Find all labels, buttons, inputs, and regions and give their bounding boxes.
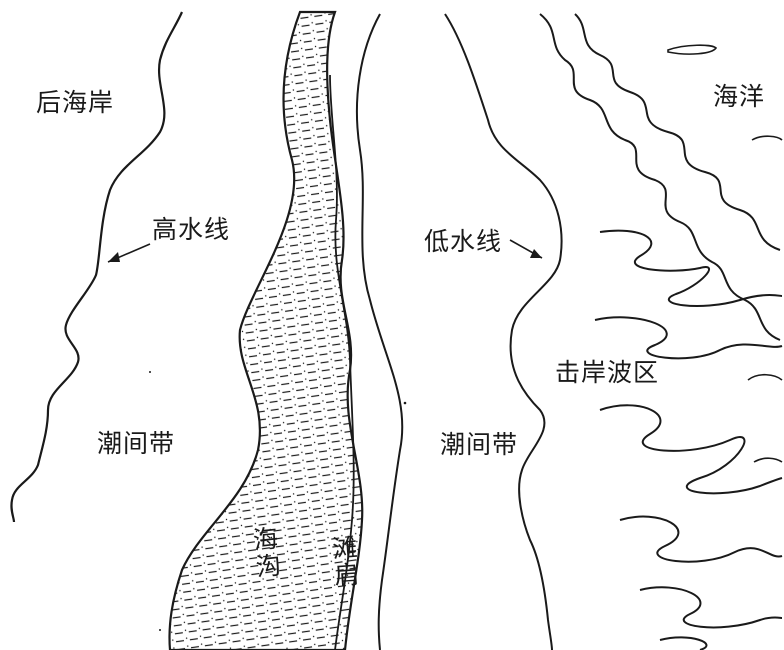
speck bbox=[159, 629, 161, 631]
surf-line-7 bbox=[639, 586, 783, 629]
wave-crest-1 bbox=[667, 44, 718, 55]
speck bbox=[403, 401, 407, 405]
backshore-label: 后海岸 bbox=[36, 88, 115, 117]
wave-crest-2 bbox=[751, 135, 783, 141]
low-water-arrowhead bbox=[530, 249, 542, 258]
trough-label: 海沟 bbox=[248, 524, 283, 582]
surf-line-3 bbox=[599, 229, 783, 308]
berm-label: 滩肩 bbox=[328, 534, 361, 590]
high-water-line-label: 高水线 bbox=[152, 215, 231, 244]
surf-line-2 bbox=[574, 13, 781, 251]
wave-crest-3 bbox=[747, 373, 783, 381]
foreshore-line bbox=[355, 13, 404, 650]
surf-zone-label: 击岸波区 bbox=[555, 358, 660, 387]
surf-line-8 bbox=[659, 636, 708, 650]
speck bbox=[149, 371, 151, 373]
low-water-line bbox=[444, 13, 563, 650]
high-water-line bbox=[10, 11, 184, 523]
surf-line-5 bbox=[599, 404, 783, 495]
intertidal-zone-label-right: 潮间带 bbox=[440, 430, 519, 459]
surf-line-6 bbox=[619, 515, 783, 563]
berm-line bbox=[329, 74, 355, 650]
high-water-arrowhead bbox=[108, 252, 120, 262]
surf-line-1 bbox=[539, 13, 781, 341]
wave-crest-4 bbox=[753, 457, 783, 463]
low-water-line-label: 低水线 bbox=[424, 227, 503, 256]
surf-line-4 bbox=[594, 316, 783, 360]
ocean-label: 海洋 bbox=[713, 82, 766, 111]
intertidal-zone-label-left: 潮间带 bbox=[97, 429, 176, 458]
